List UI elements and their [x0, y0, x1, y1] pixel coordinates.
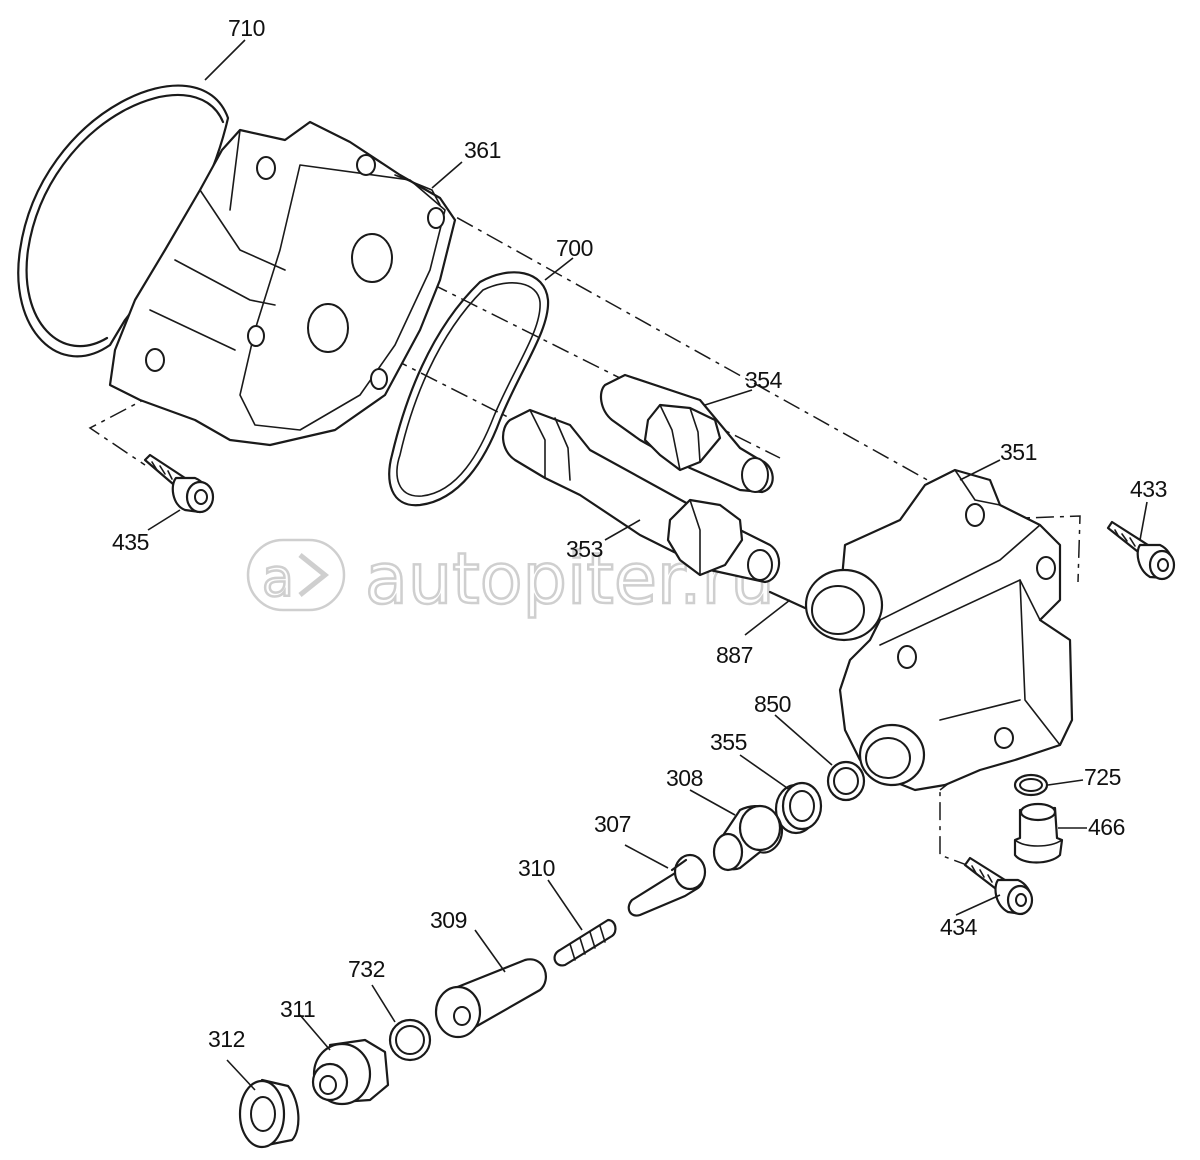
- callout-312: 312: [208, 1026, 245, 1052]
- callout-466: 466: [1088, 814, 1125, 840]
- o-ring-732: [388, 1018, 432, 1062]
- cap-312: [238, 1078, 300, 1149]
- sleeve-309: [434, 958, 547, 1039]
- plug-311: [311, 1038, 390, 1106]
- poppet-308: [712, 804, 784, 872]
- gear-shaft-354: [599, 373, 774, 494]
- callout-700: 700: [556, 235, 593, 261]
- spring-310: [553, 918, 617, 967]
- callout-309: 309: [430, 907, 467, 933]
- housing-361: [108, 120, 457, 447]
- callout-850: 850: [754, 691, 791, 717]
- callout-307: 307: [594, 811, 631, 837]
- plunger-307: [627, 853, 707, 917]
- leader-lines: [147, 39, 1148, 1091]
- plug-466: [1013, 802, 1064, 864]
- bolt-435: [143, 453, 215, 514]
- gear-shaft-353: [502, 408, 781, 584]
- watermark: a autopiter.ru: [246, 537, 776, 621]
- seat-355: [774, 781, 823, 835]
- bolt-433: [1106, 520, 1176, 581]
- callout-354: 354: [745, 367, 783, 393]
- callout-353: 353: [566, 536, 603, 562]
- callout-labels: 710 361 700 354 351 433 435 353 887 850 …: [112, 15, 1167, 1052]
- callout-355: 355: [710, 729, 747, 755]
- pump-body-351: [804, 468, 1074, 792]
- callout-351: 351: [1000, 439, 1037, 465]
- callout-732: 732: [348, 956, 385, 982]
- pin-887: [768, 590, 807, 610]
- callout-361: 361: [464, 137, 501, 163]
- callout-434: 434: [940, 914, 978, 940]
- o-ring-850: [826, 760, 866, 802]
- callout-435: 435: [112, 529, 149, 555]
- callout-725: 725: [1084, 764, 1121, 790]
- svg-text:a: a: [262, 549, 294, 609]
- callout-310: 310: [518, 855, 555, 881]
- bolt-434: [963, 856, 1034, 916]
- o-ring-725: [1013, 773, 1049, 797]
- callout-433: 433: [1130, 476, 1167, 502]
- o-ring-700: [388, 271, 550, 507]
- callout-710: 710: [228, 15, 265, 41]
- callout-311: 311: [280, 996, 315, 1022]
- callout-308: 308: [666, 765, 703, 791]
- callout-887: 887: [716, 642, 753, 668]
